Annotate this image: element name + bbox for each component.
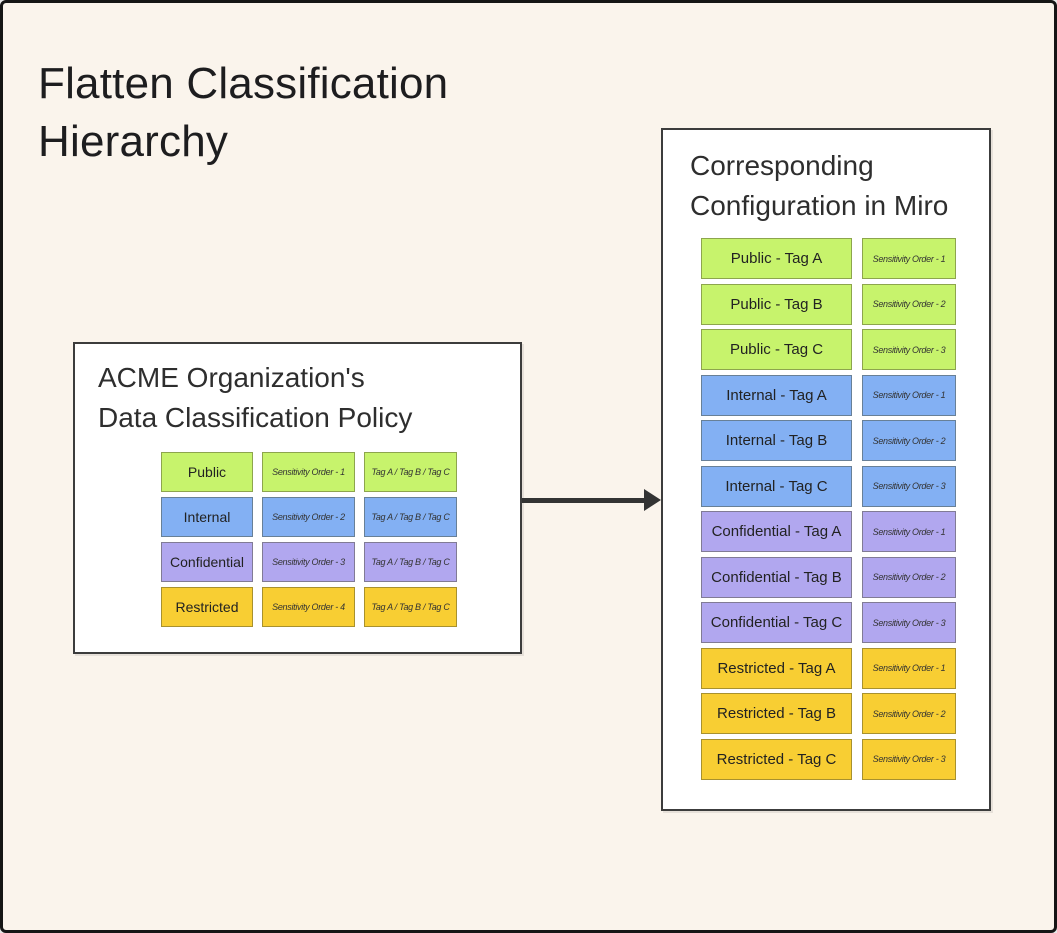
classification-cell: Restricted [161,587,253,627]
miro-box: Corresponding Configuration in Miro Publ… [661,128,991,811]
arrow-shaft [522,497,646,503]
tags-cell: Tag A / Tag B / Tag C [364,497,457,537]
tag-cell: Public - Tag C [701,329,852,370]
sensitivity-order-cell: Sensitivity Order - 2 [862,693,956,734]
sensitivity-order-cell: Sensitivity Order - 2 [862,283,956,325]
sensitivity-order-cell: Sensitivity Order - 1 [262,452,355,492]
tags-cell: Tag A / Tag B / Tag C [364,542,457,582]
arrow-head-icon [644,489,661,511]
sensitivity-order-cell: Sensitivity Order - 2 [862,556,956,598]
tag-cell: Confidential - Tag B [701,556,852,598]
classification-cell: Confidential [161,542,253,582]
page-title: Flatten Classification Hierarchy [38,59,449,166]
sensitivity-order-cell: Sensitivity Order - 3 [862,738,956,780]
miro-box-title: Corresponding Configuration in Miro [690,150,949,221]
policy-box-title: ACME Organization's Data Classification … [98,362,413,433]
flow-arrow [522,489,661,511]
tag-cell: Restricted - Tag A [701,647,852,689]
tag-cell: Restricted - Tag C [701,738,852,780]
tag-cell: Restricted - Tag B [701,693,852,734]
sensitivity-order-cell: Sensitivity Order - 3 [262,542,355,582]
sensitivity-order-cell: Sensitivity Order - 2 [262,497,355,537]
tag-cell: Internal - Tag A [701,374,852,416]
sensitivity-order-cell: Sensitivity Order - 2 [862,420,956,461]
policy-box: ACME Organization's Data Classification … [73,342,522,654]
tag-cell: Public - Tag B [701,283,852,325]
classification-cell: Public [161,452,253,492]
sensitivity-order-cell: Sensitivity Order - 1 [862,647,956,689]
tag-cell: Internal - Tag C [701,465,852,507]
tag-cell: Confidential - Tag C [701,602,852,643]
tags-cell: Tag A / Tag B / Tag C [364,587,457,627]
tags-cell: Tag A / Tag B / Tag C [364,452,457,492]
tag-cell: Public - Tag A [701,238,852,279]
classification-cell: Internal [161,497,253,537]
sensitivity-order-cell: Sensitivity Order - 4 [262,587,355,627]
sensitivity-order-cell: Sensitivity Order - 3 [862,602,956,643]
tag-cell: Confidential - Tag A [701,511,852,552]
sensitivity-order-cell: Sensitivity Order - 3 [862,329,956,370]
sensitivity-order-cell: Sensitivity Order - 1 [862,238,956,279]
sensitivity-order-cell: Sensitivity Order - 1 [862,511,956,552]
tag-cell: Internal - Tag B [701,420,852,461]
sensitivity-order-cell: Sensitivity Order - 3 [862,465,956,507]
sensitivity-order-cell: Sensitivity Order - 1 [862,374,956,416]
